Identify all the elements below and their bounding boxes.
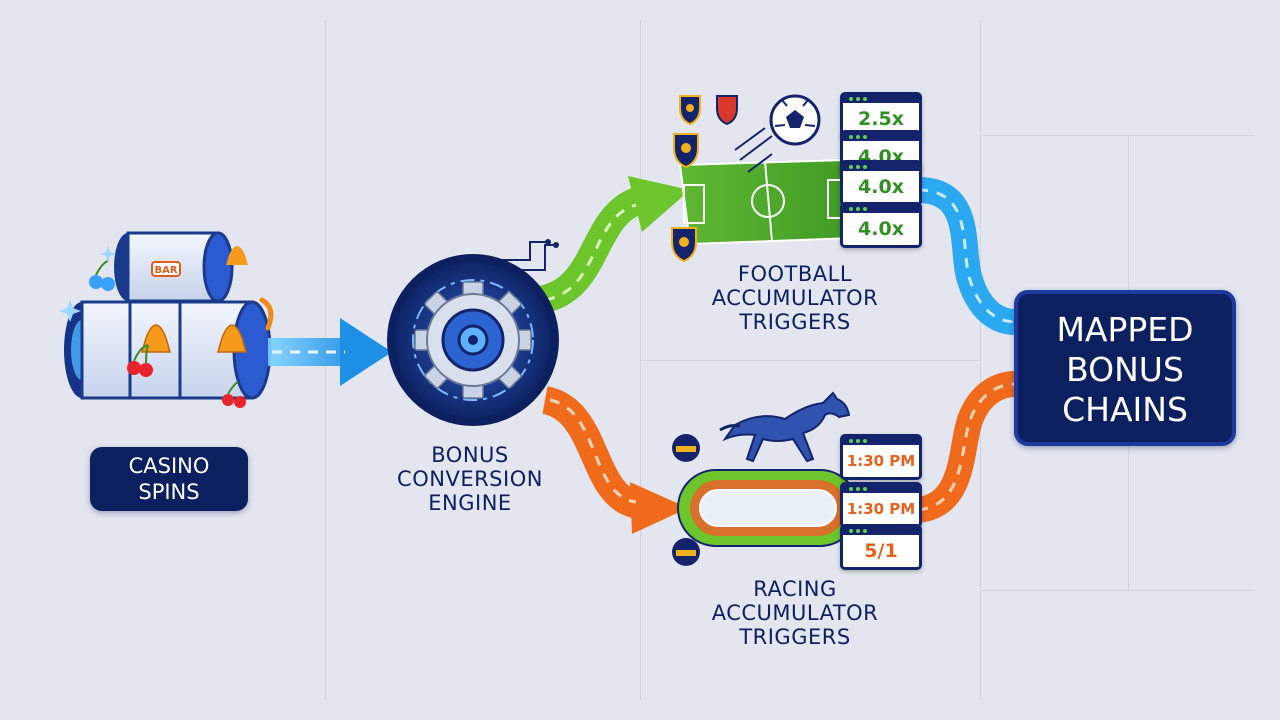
odds-card: 4.0x xyxy=(840,202,922,248)
bell-icon xyxy=(226,246,248,265)
race-track xyxy=(677,469,859,547)
club-crest-icon xyxy=(671,95,738,263)
casino-label-line: SPINS xyxy=(138,480,200,504)
odds-value: 2.5x xyxy=(858,108,904,130)
cherry-icon xyxy=(89,260,115,291)
mapped-bonus-chains-node: MAPPED BONUS CHAINS xyxy=(1014,290,1236,446)
engine-label: BONUS CONVERSION ENGINE xyxy=(397,443,543,515)
odds-card: 1:30 PM xyxy=(840,482,922,528)
odds-card: 5/1 xyxy=(840,524,922,570)
path-engine-to-racing xyxy=(541,386,688,534)
football-icon xyxy=(734,94,821,173)
bell-icon xyxy=(217,324,247,353)
football-label: FOOTBALL ACCUMULATOR TRIGGERS xyxy=(711,262,879,334)
path-football-to-chains xyxy=(917,177,1016,335)
bar-symbol: BAR xyxy=(154,265,177,276)
casino-spins-node: CASINO SPINS xyxy=(90,447,248,511)
grid-line xyxy=(980,590,1255,591)
horse-icon xyxy=(719,391,851,463)
odds-value: 4.0x xyxy=(858,176,904,198)
odds-value: 5/1 xyxy=(864,540,898,562)
odds-value: 1:30 PM xyxy=(846,452,916,470)
jockey-icon xyxy=(672,434,700,566)
cherry-icon xyxy=(127,344,153,377)
arrow-casino-to-engine xyxy=(268,318,392,386)
football-pitch xyxy=(678,158,857,246)
racing-label: RACING ACCUMULATOR TRIGGERS xyxy=(711,577,879,649)
bell-icon xyxy=(141,324,171,353)
slot-reels-icon: BAR xyxy=(59,231,274,408)
odds-value: 4.0x xyxy=(858,218,904,240)
grid-line xyxy=(980,135,1255,136)
casino-label-line: CASINO xyxy=(128,454,210,478)
odds-value: 1:30 PM xyxy=(846,500,916,518)
grid-line xyxy=(640,360,980,361)
path-racing-to-chains xyxy=(915,371,1016,523)
path-engine-to-football xyxy=(536,176,690,314)
gear-icon xyxy=(387,239,559,426)
odds-card: 4.0x xyxy=(840,160,922,206)
cherry-icon xyxy=(222,381,246,408)
grid-line xyxy=(980,20,981,700)
odds-card: 1:30 PM xyxy=(840,434,922,480)
